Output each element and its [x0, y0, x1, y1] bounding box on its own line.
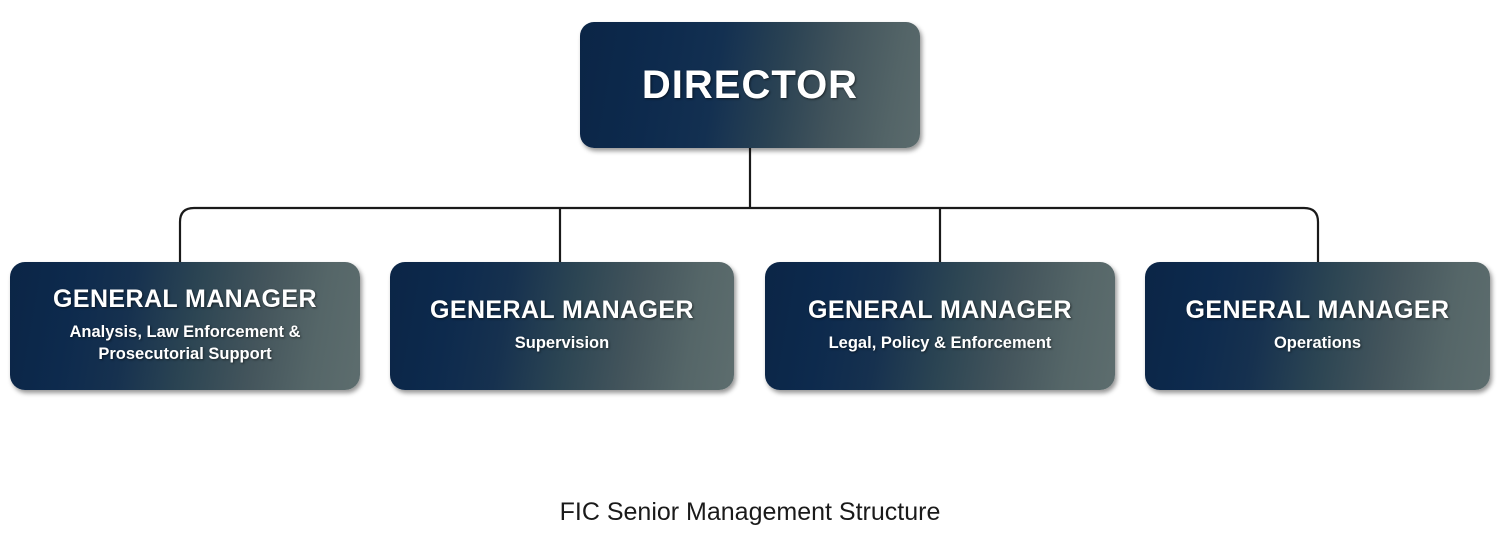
node-gm-analysis[interactable]: GENERAL MANAGER Analysis, Law Enforcemen…	[10, 262, 360, 390]
connector-bus	[178, 206, 1320, 262]
node-gm-supervision-subtitle: Supervision	[514, 334, 610, 353]
node-gm-legal-title: GENERAL MANAGER	[808, 295, 1072, 324]
node-director-title: DIRECTOR	[641, 63, 859, 107]
node-gm-legal[interactable]: GENERAL MANAGER Legal, Policy & Enforcem…	[765, 262, 1115, 390]
node-gm-legal-subtitle: Legal, Policy & Enforcement	[828, 334, 1052, 353]
node-gm-operations-title: GENERAL MANAGER	[1185, 295, 1450, 324]
node-gm-operations-subtitle: Operations	[1273, 334, 1362, 353]
node-gm-analysis-title: GENERAL MANAGER	[53, 284, 317, 313]
chart-caption: FIC Senior Management Structure	[559, 498, 941, 526]
node-gm-supervision[interactable]: GENERAL MANAGER Supervision	[390, 262, 734, 390]
node-director[interactable]: DIRECTOR	[580, 22, 920, 148]
node-gm-supervision-title: GENERAL MANAGER	[430, 295, 694, 324]
node-gm-operations[interactable]: GENERAL MANAGER Operations	[1145, 262, 1490, 390]
node-gm-analysis-subtitle: Analysis, Law Enforcement & Prosecutoria…	[69, 323, 301, 364]
